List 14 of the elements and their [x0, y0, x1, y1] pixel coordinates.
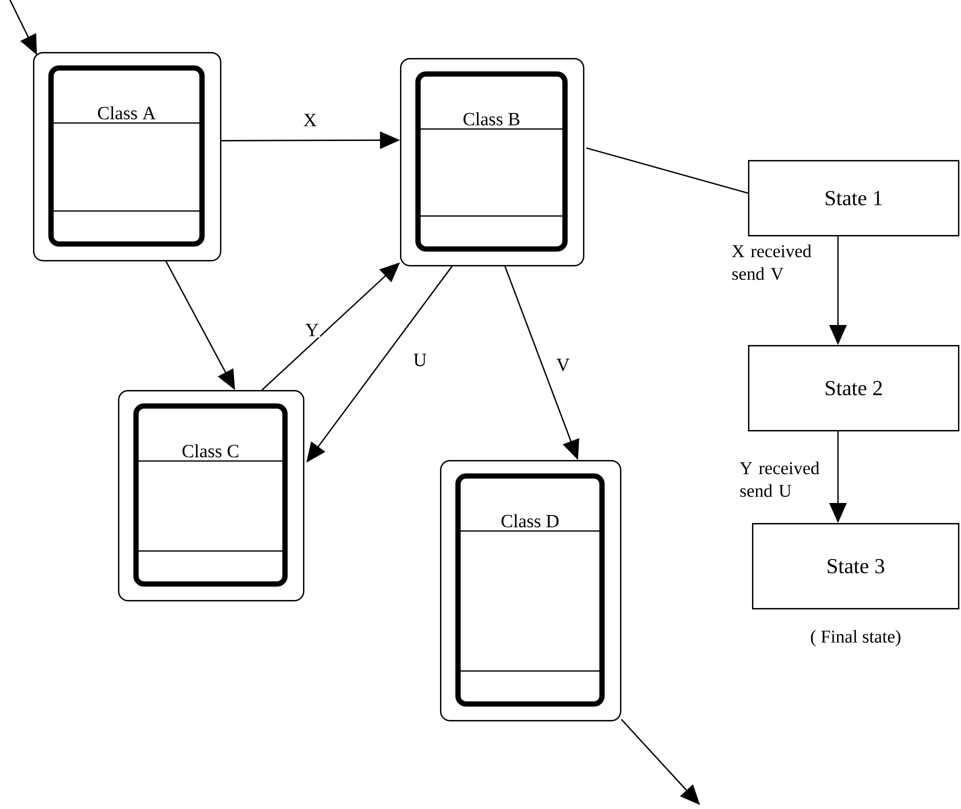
note-text: ( Final state): [810, 630, 900, 646]
edge-label: Y received send U: [738, 460, 824, 498]
class-box: Class A: [33, 52, 222, 262]
class-box: Class D: [440, 460, 622, 722]
edge-label: Y: [304, 322, 320, 338]
edge-label: U: [412, 352, 428, 368]
class-box: Class C: [118, 390, 304, 602]
edge-label: X: [302, 112, 318, 128]
state-box: State 1: [748, 160, 960, 236]
state-box: State 3: [752, 523, 960, 610]
edge-label: V: [554, 357, 572, 373]
state-box: State 2: [748, 345, 960, 432]
class-box: Class B: [400, 58, 584, 266]
edge-label: X received send V: [730, 243, 816, 282]
